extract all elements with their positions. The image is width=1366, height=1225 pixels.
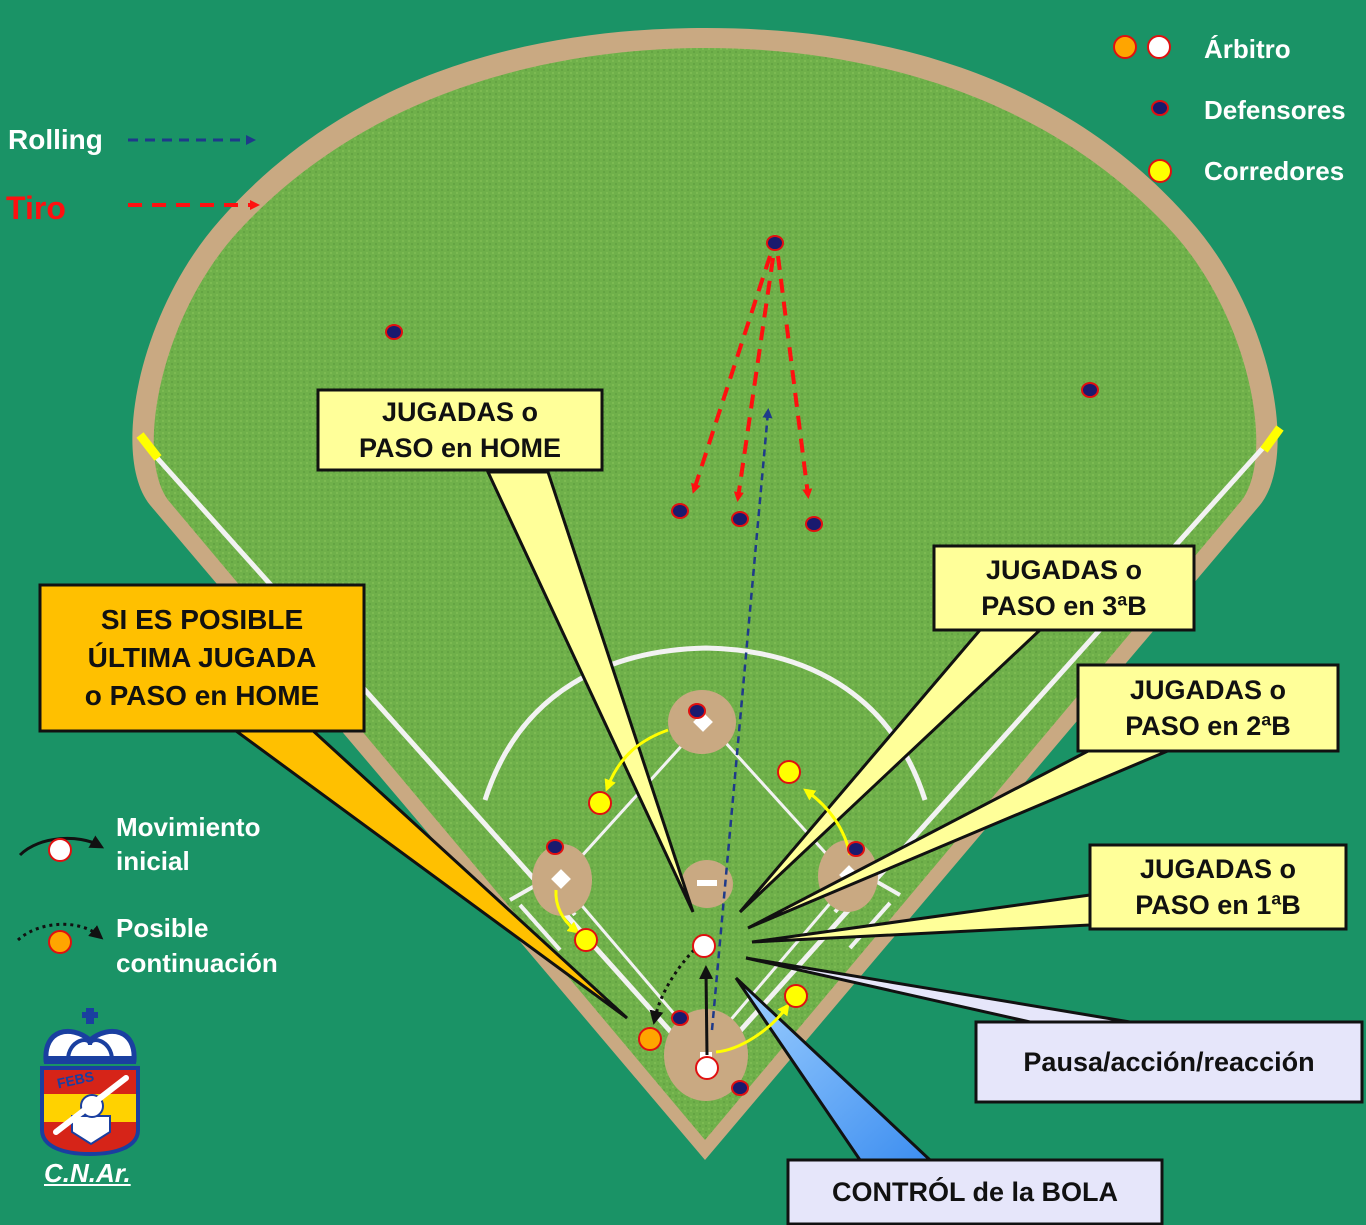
legend-rolling-label: Rolling <box>8 124 103 155</box>
runner-arrow <box>604 728 669 792</box>
defenders <box>385 235 1099 1096</box>
logo-caption: C.N.Ar. <box>44 1158 131 1188</box>
runner-dot <box>784 984 808 1008</box>
tercera-callout-line2: PASO en 3ªB <box>981 591 1147 621</box>
runner-arrow <box>554 889 580 934</box>
callout-boxes <box>38 388 1364 1225</box>
legend-posible-line1: Posible <box>116 913 209 943</box>
tercera-callout-line1: JUGADAS o <box>985 555 1142 585</box>
throw-line <box>733 257 775 502</box>
segunda-callout: JUGADAS o PASO en 2ªB <box>1078 665 1338 751</box>
defender-dot <box>766 235 784 251</box>
tercera-callout-box <box>932 544 1196 632</box>
rolling-line <box>710 408 773 1031</box>
legend-posible-line2: continuación <box>116 948 278 978</box>
segunda-callout-line2: PASO en 2ªB <box>1125 711 1291 741</box>
throw-line <box>776 255 813 499</box>
runner-dot <box>777 760 801 784</box>
baseball-field <box>132 28 1284 1160</box>
umpire-white-dot <box>695 1056 719 1080</box>
infield-arc <box>482 645 928 801</box>
umpires <box>638 934 719 1080</box>
plate-icon <box>71 1115 111 1146</box>
umpire-orange-dot <box>638 1027 662 1051</box>
primera-callout: JUGADAS o PASO en 1ªB <box>1090 845 1346 929</box>
defender-dot <box>731 511 749 527</box>
runners <box>574 760 808 1008</box>
defender-dot <box>385 324 403 340</box>
primera-callout-line2: PASO en 1ªB <box>1135 890 1301 920</box>
defender-dot <box>847 841 865 857</box>
defender-dot <box>731 1080 749 1096</box>
legend-tiro-label: Tiro <box>6 190 66 226</box>
home-callout-line2: PASO en HOME <box>358 433 562 463</box>
home-callout-pointer <box>485 470 695 913</box>
home-callout: JUGADAS o PASO en HOME <box>318 390 602 470</box>
bat-icon <box>53 1075 129 1135</box>
runner-dot <box>574 928 598 952</box>
ultima-callout-line1: SI ES POSIBLE <box>100 604 304 635</box>
defender-dot <box>805 516 823 532</box>
legend-continuation-umpire-icon <box>48 930 72 954</box>
ultima-callout-box <box>38 583 366 733</box>
third-base-line <box>148 448 707 1072</box>
legend-corredores-label: Corredores <box>1204 156 1345 186</box>
home-callout-line1: JUGADAS o <box>381 397 538 427</box>
pitchers-rubber <box>697 880 717 886</box>
defender-dot <box>671 503 689 519</box>
outfield-grass <box>153 48 1257 1140</box>
defender-dot <box>688 703 706 719</box>
primera-callout-line1: JUGADAS o <box>1139 854 1296 884</box>
runner-dot <box>588 791 612 815</box>
legend-movimiento-line2: inicial <box>116 846 190 876</box>
control-callout-box <box>786 1158 1164 1225</box>
crown-icon <box>43 1008 137 1064</box>
third-base <box>551 869 571 889</box>
legend-corredor-icon <box>1148 159 1172 183</box>
legend-arbitro-orange-icon <box>1113 35 1137 59</box>
callout-pointers <box>227 470 1171 1162</box>
throw-line <box>691 255 772 494</box>
tercera-callout: JUGADAS o PASO en 3ªB <box>934 546 1194 630</box>
cnar-logo: FEBS <box>40 1008 140 1157</box>
ultima-callout-line2: ÚLTIMA JUGADA <box>87 642 317 673</box>
throw-lines <box>691 255 813 502</box>
defender-dot <box>671 1010 689 1026</box>
ultima-callout: SI ES POSIBLE ÚLTIMA JUGADA o PASO en HO… <box>40 585 364 731</box>
umpire-initial-move-arrow <box>699 965 714 1056</box>
umpire-white-dot <box>692 934 716 958</box>
legend-arbitro-label: Árbitro <box>1204 34 1291 64</box>
defender-dot <box>1081 382 1099 398</box>
pausa-callout: Pausa/acción/reacción <box>1023 1047 1315 1077</box>
home-callout-box <box>316 388 604 472</box>
defender-dot <box>546 839 564 855</box>
logo-emblem-text: FEBS <box>56 1068 96 1091</box>
left-foul-pole <box>136 432 162 461</box>
pausa-callout-box <box>974 1020 1364 1104</box>
ultima-callout-line3: o PASO en HOME <box>84 680 320 711</box>
segunda-callout-line1: JUGADAS o <box>1129 675 1286 705</box>
control-callout: CONTRÓL de la BOLA <box>831 1177 1119 1207</box>
primera-callout-box <box>1088 843 1348 931</box>
legend-movimiento-line1: Movimiento <box>116 812 261 842</box>
legend-continuation-arrow <box>16 922 104 942</box>
segunda-callout-box <box>1076 663 1340 753</box>
runner-arrow <box>715 1003 790 1054</box>
umpire-possible-continuation-arrow <box>649 948 696 1025</box>
legend-defensores-label: Defensores <box>1204 95 1346 125</box>
right-foul-pole <box>1260 425 1284 453</box>
legend-defensor-icon <box>1151 100 1169 116</box>
legend-arbitro-white-icon <box>1147 35 1171 59</box>
legend-movement-umpire-icon <box>48 838 72 862</box>
